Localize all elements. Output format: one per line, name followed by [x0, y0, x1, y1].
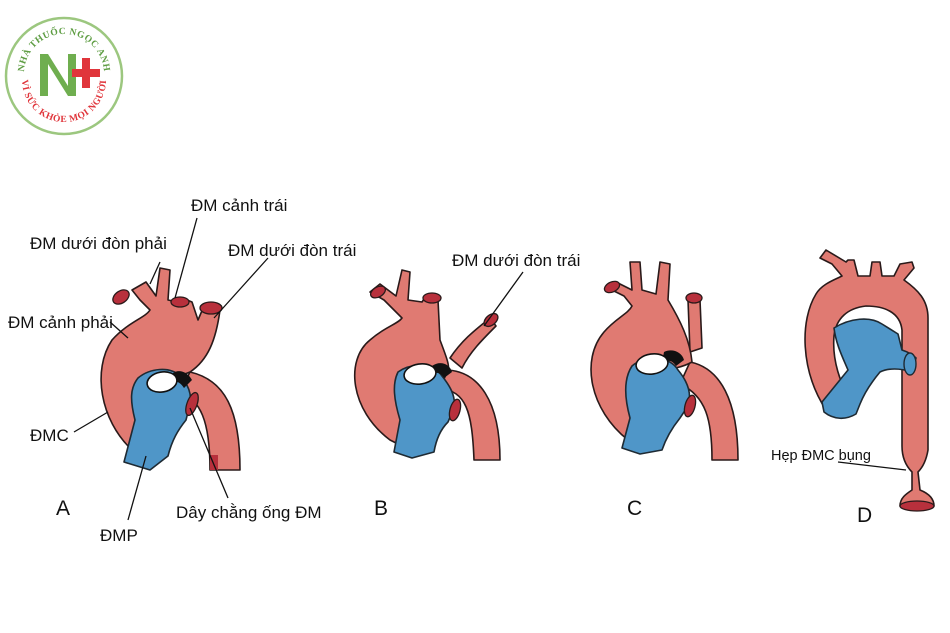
panel-a-heart [100, 267, 241, 471]
label-b-left-subclavian: ĐM dưới đòn trái [452, 251, 580, 270]
a-pulmonary-artery [123, 368, 192, 471]
panel-c-heart [590, 261, 739, 461]
label-a-right-carotid: ĐM cảnh phải [8, 313, 113, 332]
panel-label-b: B [374, 497, 388, 520]
c-descending-aorta [679, 361, 739, 461]
label-a-ligament: Dây chằng ống ĐM [176, 503, 322, 522]
panel-b-heart [353, 269, 501, 461]
label-a-pulmonary: ĐMP [100, 526, 138, 545]
panel-label-c: C [627, 497, 642, 520]
label-a-right-subclavian: ĐM dưới đòn phải [30, 234, 167, 253]
logo-ring [4, 16, 124, 136]
logo-monogram-icon [40, 54, 100, 96]
brand-logo: NHÀ THUỐC NGỌC ANH VÌ SỨC KHỎE MỌI NGƯỜI [4, 16, 124, 136]
label-a-aorta: ĐMC [30, 426, 69, 445]
c-left-subclavian [687, 299, 703, 353]
panel-label-d: D [857, 504, 872, 527]
c-pulmonary-artery [621, 357, 691, 455]
b-left-subclavian [449, 317, 497, 369]
d-aorta [804, 249, 935, 507]
panel-d-heart [804, 249, 935, 512]
label-a-left-carotid: ĐM cảnh trái [191, 196, 287, 215]
d-pulmonary-artery [821, 318, 917, 420]
b-descending-aorta [439, 369, 501, 461]
label-d-coarctation: Hẹp ĐMC bụng [771, 448, 871, 464]
label-a-left-subclavian: ĐM dưới đòn trái [228, 241, 356, 260]
panel-label-a: A [56, 497, 70, 520]
